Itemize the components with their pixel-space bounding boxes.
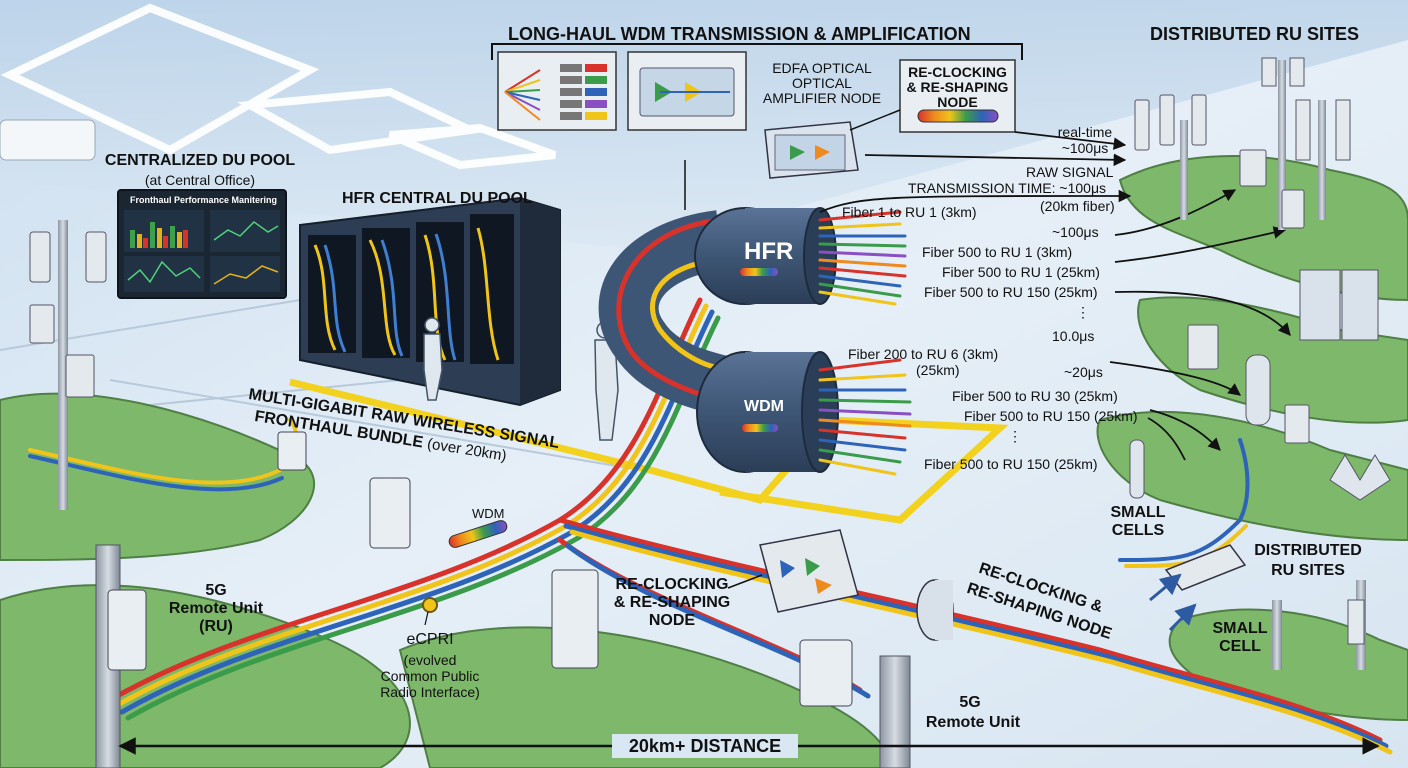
fiber-bottom-2: ~20μs <box>1064 364 1103 380</box>
left-tower <box>29 220 107 510</box>
du-pool-subtitle: (at Central Office) <box>144 172 256 188</box>
reclock-leader <box>849 109 901 131</box>
reclock-top-3: NODE <box>937 94 978 110</box>
dist-ru-right-1: DISTRIBUTED <box>1254 542 1362 559</box>
fiber-top-2: Fiber 500 to RU 1 (3km) <box>922 244 1073 260</box>
fiber-bottom-0: Fiber 200 to RU 6 (3km) <box>848 346 999 362</box>
hfr-cable <box>694 207 837 305</box>
diagram-title: LONG-HAUL WDM TRANSMISSION & AMPLIFICATI… <box>508 24 971 44</box>
fiber-bottom-5: Fiber 500 to RU 150 (25km) <box>924 456 1098 472</box>
small-cells-2: CELLS <box>1111 522 1165 539</box>
distribution-node-right <box>1149 544 1247 632</box>
distance-label-bg <box>612 734 798 758</box>
cable-loop <box>598 210 728 415</box>
wdm-mux-inset <box>497 51 617 131</box>
edfa-node-icon <box>764 121 859 179</box>
title-bracket <box>491 43 1023 60</box>
small-cell-1: SMALL <box>1212 620 1268 637</box>
performance-monitor <box>117 189 287 299</box>
realtime-label-2: ~100μs <box>1061 140 1109 156</box>
fiber-bottom-4: Fiber 500 to RU 150 (25km) <box>964 408 1138 424</box>
wdm-coupler-label: WDM <box>472 506 505 521</box>
du-pool-title: CENTRALIZED DU POOL <box>104 152 296 169</box>
air-conditioner <box>0 119 96 161</box>
hfr-cable-label: HFR <box>744 238 794 265</box>
fiber-bottom-3: Fiber 500 to RU 30 (25km) <box>952 388 1118 404</box>
ru-bottom-2: Remote Unit <box>925 714 1021 731</box>
reclock-mid-leader <box>727 574 763 589</box>
small-cell-2: CELL <box>1219 638 1261 655</box>
wdm-cable <box>696 351 839 473</box>
distance-label: 20km+ DISTANCE <box>628 736 782 756</box>
dist-ru-right-2: RU SITES <box>1271 562 1345 579</box>
reclock-mid-1: RE-CLOCKING <box>615 576 729 593</box>
realtime-label-1: real-time <box>1057 124 1113 140</box>
hfr-fiber-fan <box>818 210 907 306</box>
edfa-label-1: EDFA OPTICAL <box>772 60 872 76</box>
fiber-bottom-1: (25km) <box>916 362 960 378</box>
wdm-fiber-fan <box>818 358 912 476</box>
monitor-title: Fronthaul Performance Manitering <box>130 195 278 205</box>
edfa-label-3: AMPLIFIER NODE <box>762 90 882 106</box>
ecpri-3: Common Public <box>380 668 480 684</box>
ru-left-3: (RU) <box>199 618 233 635</box>
wdm-coupler <box>448 520 508 548</box>
edfa-label-2: OPTICAL <box>792 75 852 91</box>
distributed-ru-sites-heading: DISTRIBUTED RU SITES <box>1150 24 1360 44</box>
reclock-mid-2: & RE-SHAPING <box>613 594 731 611</box>
fiber-top-1: ~100μs <box>1052 224 1099 240</box>
reclocking-node-mid <box>759 529 859 613</box>
fiber-top-0: Fiber 1 to RU 1 (3km) <box>842 204 977 220</box>
ellipsis-top: ⋮ <box>1076 304 1090 320</box>
wdm-cable-label: WDM <box>744 398 784 415</box>
ceiling-lights <box>0 3 557 170</box>
reclocking-top-inset <box>899 59 1016 133</box>
wifi-ap-icons <box>277 431 599 669</box>
ecpri-2: (evolved <box>403 652 457 668</box>
raw-signal-3: (20km fiber) <box>1040 198 1115 214</box>
amplifier-inset <box>627 51 747 131</box>
fiber-top-3: Fiber 500 to RU 1 (25km) <box>942 264 1100 280</box>
reclock-top-2: & RE-SHAPING <box>906 79 1009 95</box>
ru-left-1: 5G <box>205 582 227 599</box>
ellipsis-bottom: ⋮ <box>1008 428 1022 444</box>
reclock-top-1: RE-CLOCKING <box>908 64 1007 80</box>
ru-towers-right <box>1129 57 1391 670</box>
left-ru-pole <box>95 544 147 768</box>
reclock-mid-3: NODE <box>648 612 696 629</box>
fiber-top-4: Fiber 500 to RU 150 (25km) <box>924 284 1098 300</box>
reclocking-node-right <box>916 579 954 641</box>
server-rack <box>299 196 561 407</box>
ecpri-1: eCPRI <box>406 631 454 648</box>
ru-left-2: Remote Unit <box>168 600 264 617</box>
ru-bottom-1: 5G <box>959 694 981 711</box>
hfr-pool-label: HFR CENTRAL DU POOL <box>342 190 533 207</box>
small-cells-1: SMALL <box>1110 504 1166 521</box>
raw-signal-1: RAW SIGNAL <box>1026 164 1114 180</box>
raw-signal-2: TRANSMISSION TIME: ~100μs <box>908 180 1107 196</box>
ecpri-4: Radio Interface) <box>380 684 480 700</box>
ecpri-connector <box>422 597 438 613</box>
fiber-top-5: 10.0μs <box>1052 328 1095 344</box>
ecpri-leader <box>424 611 429 626</box>
timing-arrows <box>819 131 1291 461</box>
